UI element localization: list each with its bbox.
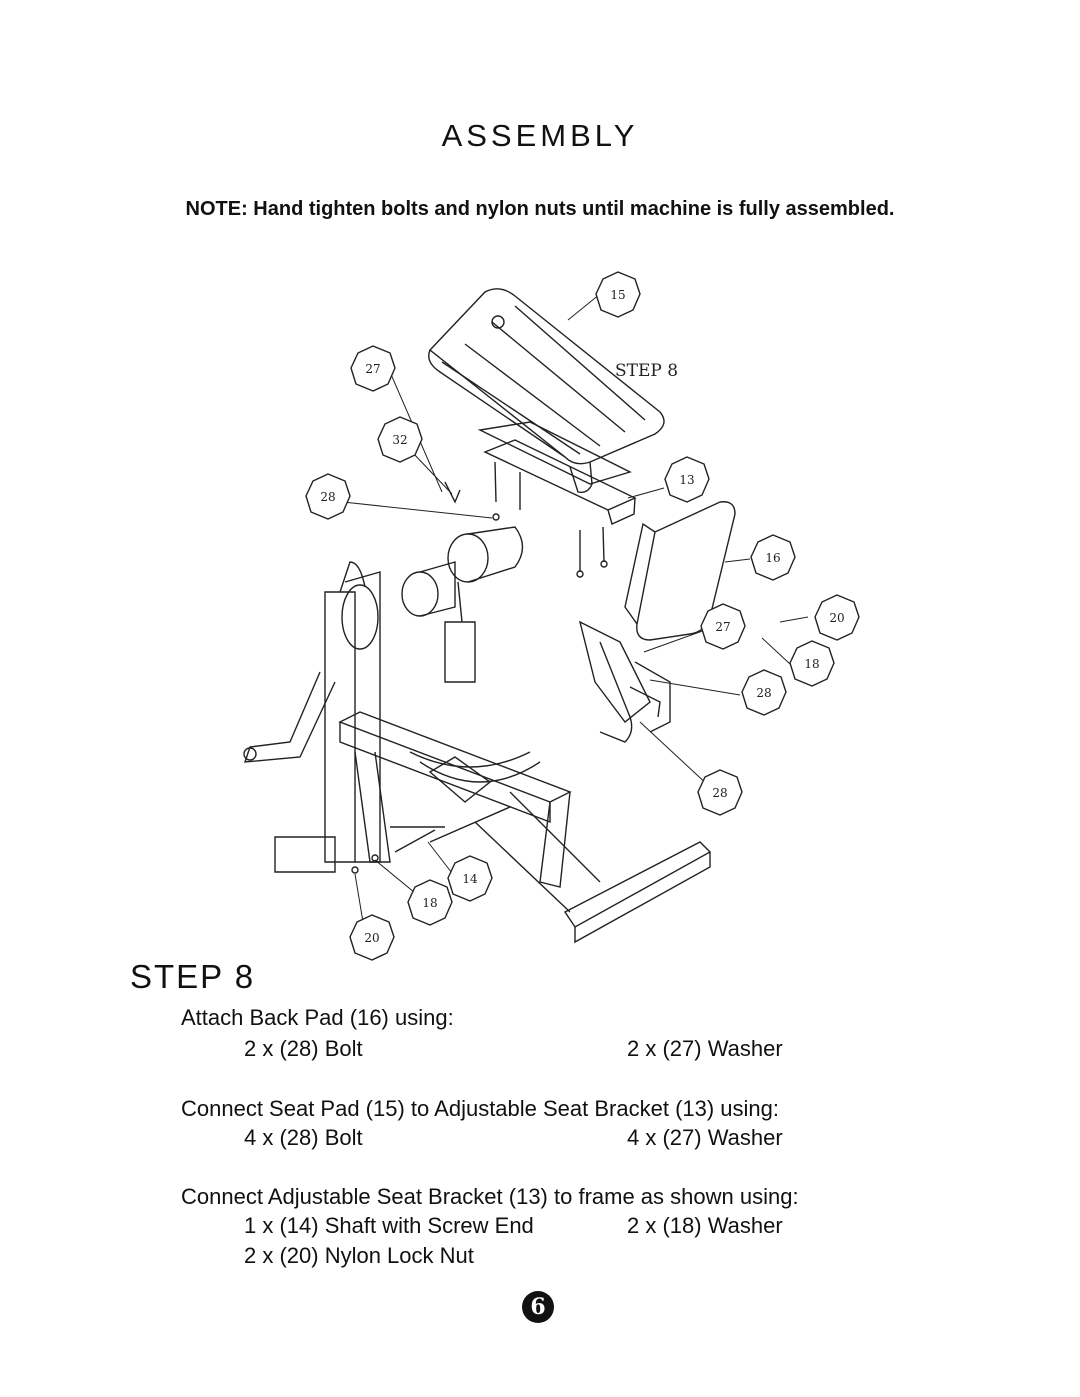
step-heading: STEP 8 (130, 958, 256, 995)
assembly-note: NOTE: Hand tighten bolts and nylon nuts … (185, 198, 895, 220)
machine-frame (243, 561, 712, 944)
seat-bracket (444, 439, 637, 578)
callout-28-b: 28 (756, 686, 771, 700)
diagram-step-label: STEP 8 (615, 361, 678, 381)
group-3-item-nut: 2 x (20) Nylon Lock Nut (244, 1243, 474, 1268)
group-1-intro: Attach Back Pad (16) using: (181, 1005, 454, 1030)
group-3-item-shaft: 1 x (14) Shaft with Screw End (244, 1213, 534, 1238)
group-1-item-washer: 2 x (27) Washer (627, 1036, 783, 1061)
group-2-intro: Connect Seat Pad (15) to Adjustable Seat… (181, 1096, 780, 1121)
group-2-item-bolt: 4 x (28) Bolt (244, 1125, 363, 1150)
group-3-item-washer: 2 x (18) Washer (627, 1213, 783, 1238)
callout-20-b: 20 (364, 931, 379, 945)
callout-27: 27 (365, 362, 380, 376)
callout-18-b: 18 (422, 896, 437, 910)
assembly-diagram: 15 27 32 28 13 16 20 27 18 28 28 14 18 2… (243, 271, 860, 961)
shaft (351, 829, 436, 874)
callout-27-b: 27 (715, 620, 730, 634)
callout-13: 13 (679, 473, 694, 487)
seat-pad (428, 288, 665, 494)
callout-28: 28 (320, 490, 335, 504)
callout-28-c: 28 (712, 786, 727, 800)
callout-32: 32 (392, 433, 407, 447)
callout-balloons: 15 27 32 28 13 16 20 27 18 28 28 14 18 2… (305, 271, 860, 961)
callout-14: 14 (462, 872, 478, 886)
callout-18: 18 (804, 657, 819, 671)
page-number: 6 (522, 1291, 554, 1323)
callout-15: 15 (610, 288, 625, 302)
group-1-item-bolt: 2 x (28) Bolt (244, 1036, 363, 1061)
callout-20: 20 (829, 611, 844, 625)
group-3-intro: Connect Adjustable Seat Bracket (13) to … (181, 1184, 799, 1209)
callout-16: 16 (765, 551, 780, 565)
page-title: ASSEMBLY (441, 118, 639, 153)
roller-pads (401, 526, 524, 617)
group-2-item-washer: 4 x (27) Washer (627, 1125, 783, 1150)
